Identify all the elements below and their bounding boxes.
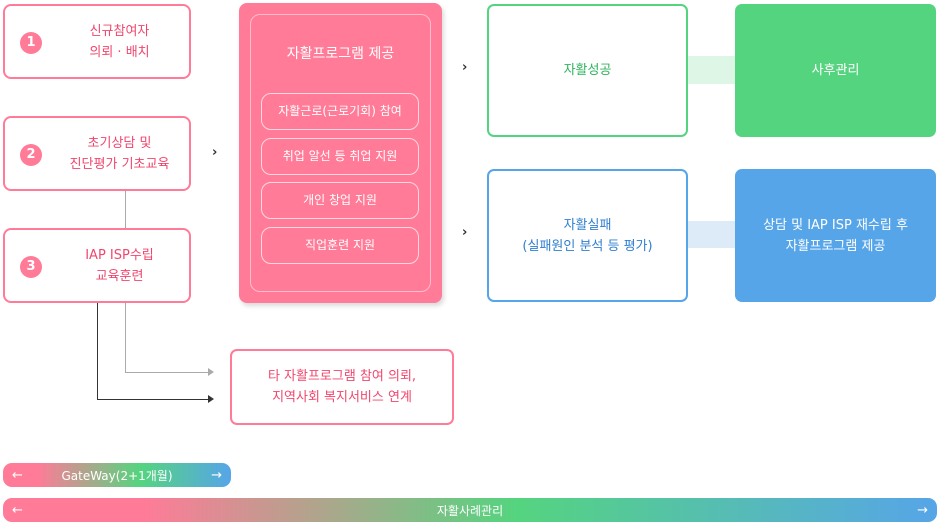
- step-text: 교육훈련: [95, 268, 144, 284]
- aftercare-box: 사후관리: [735, 4, 936, 137]
- success-box: 자활성공: [487, 4, 688, 137]
- arrow-right-icon: →: [211, 467, 222, 483]
- gateway-bar: ← GateWay(2+1개월) →: [3, 463, 231, 487]
- connector-line: [125, 303, 126, 373]
- arrowhead-icon: [208, 368, 214, 376]
- arrow-right-icon: →: [917, 502, 928, 518]
- connector-line: [97, 399, 210, 400]
- chevron-right-icon: ›: [462, 225, 468, 240]
- step-text: 신규참여자: [89, 23, 150, 39]
- aftercare-label: 사후관리: [811, 63, 860, 78]
- connector-bar: [688, 56, 735, 84]
- failure-label: 자활실패: [563, 217, 612, 233]
- program-item: 취업 알선 등 취업 지원: [261, 138, 419, 175]
- connector-line: [125, 191, 126, 228]
- chevron-right-icon: ›: [212, 145, 218, 160]
- referral-box: 타 자활프로그램 참여 의뢰, 지역사회 복지서비스 연계: [230, 349, 454, 425]
- failure-label: (실패원인 분석 등 평가): [522, 238, 653, 254]
- program-item: 직업훈련 지원: [261, 227, 419, 264]
- program-panel: 자활프로그램 제공 자활근로(근로기회) 참여 취업 알선 등 취업 지원 개인…: [239, 3, 442, 303]
- connector-bar: [688, 221, 735, 248]
- arrow-left-icon: ←: [12, 467, 23, 483]
- step-number-badge: 2: [20, 144, 42, 166]
- success-label: 자활성공: [563, 63, 612, 78]
- reassessment-label: 상담 및 IAP ISP 재수립 후: [763, 217, 908, 233]
- arrowhead-icon: [208, 395, 214, 403]
- step-number-badge: 1: [20, 32, 42, 54]
- step-text: 초기상담 및: [87, 135, 152, 151]
- step-number-badge: 3: [20, 256, 42, 278]
- case-management-label: 자활사례관리: [436, 503, 504, 518]
- arrow-left-icon: ←: [12, 502, 23, 518]
- case-management-bar: ← 자활사례관리 →: [3, 498, 937, 522]
- program-title: 자활프로그램 제공: [286, 46, 395, 62]
- step-text: IAP ISP수립: [85, 247, 154, 263]
- gateway-label: GateWay(2+1개월): [61, 468, 173, 483]
- step-text: 의뢰 · 배치: [89, 44, 150, 60]
- failure-box: 자활실패 (실패원인 분석 등 평가): [487, 169, 688, 302]
- step-text: 진단평가 기초교육: [69, 156, 170, 172]
- reassessment-label: 자활프로그램 제공: [785, 238, 886, 254]
- program-item: 자활근로(근로기회) 참여: [261, 93, 419, 130]
- chevron-right-icon: ›: [462, 60, 468, 75]
- program-item: 개인 창업 지원: [261, 182, 419, 219]
- connector-line: [125, 372, 210, 373]
- referral-label: 타 자활프로그램 참여 의뢰,: [267, 369, 417, 384]
- referral-label: 지역사회 복지서비스 연계: [272, 390, 412, 405]
- connector-line: [97, 303, 98, 400]
